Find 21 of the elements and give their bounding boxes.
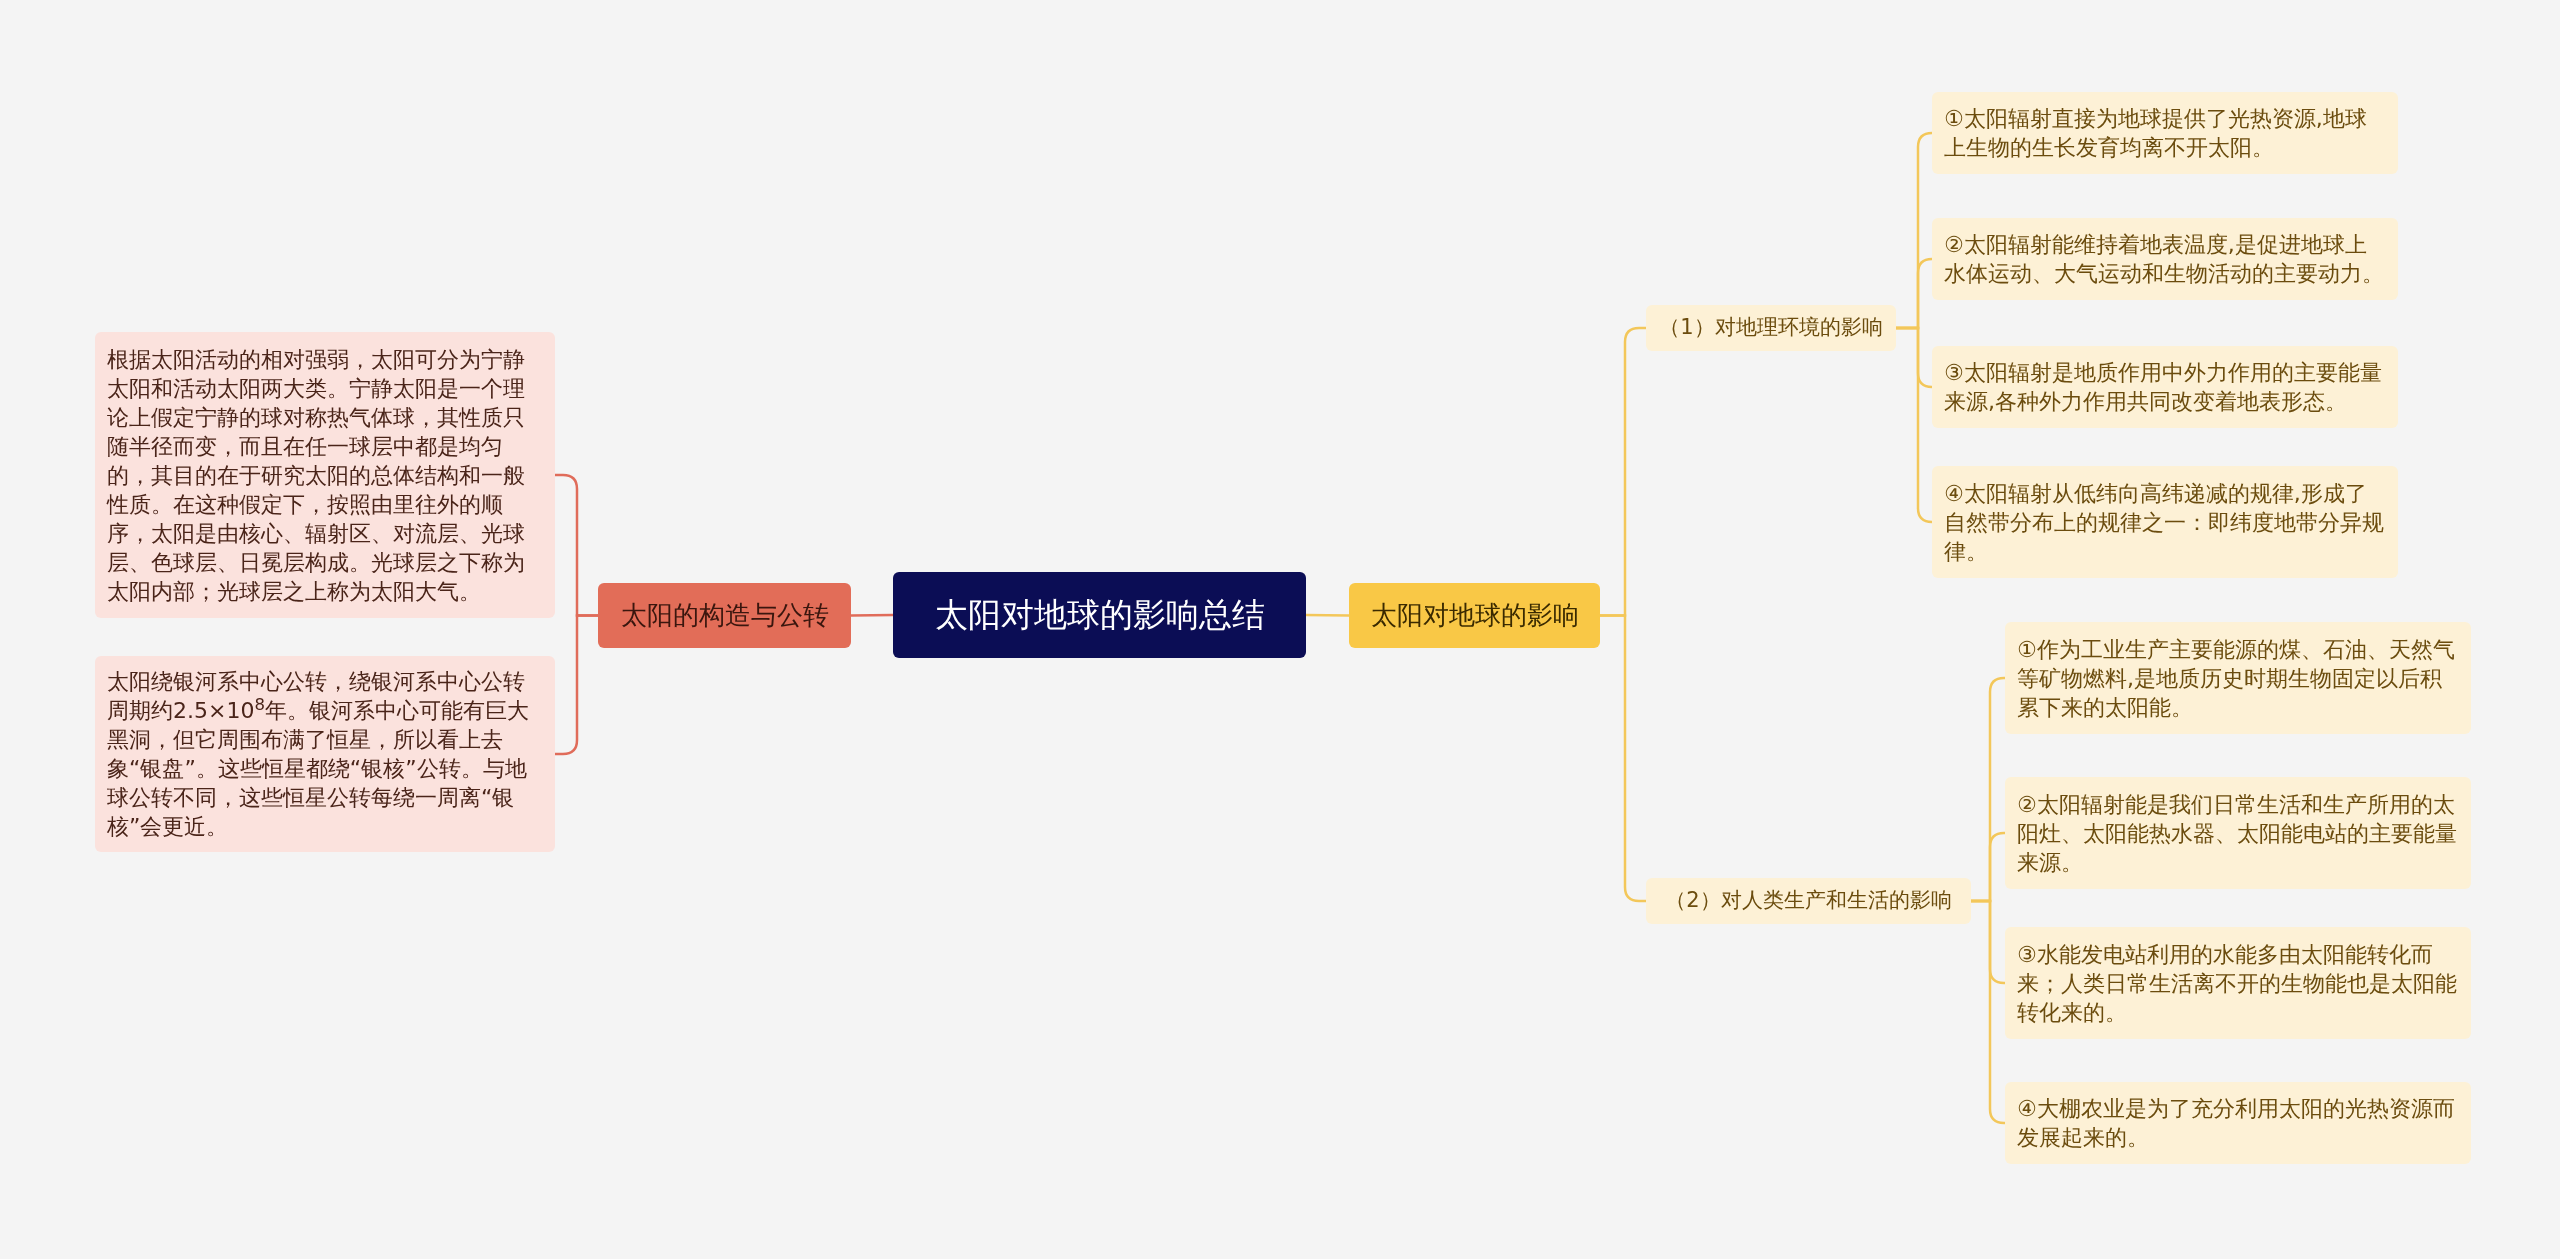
branch-topic: 太阳对地球的影响 — [1349, 583, 1600, 648]
detail-card: ④太阳辐射从低纬向高纬递减的规律,形成了自然带分布上的规律之一：即纬度地带分异规律。 — [1932, 466, 2398, 578]
note-card: 太阳绕银河系中心公转，绕银河系中心公转周期约2.5×10$^{8}$年。银河系中心可能有巨大黑洞，但它周围布满了恒星，所以看上去象“银盘”。这些恒星都绕“银核”公转。与地球公转不同，这些恒星公转每绕一周离“银核”会更近。 — [95, 656, 555, 852]
connector-line — [851, 613, 893, 617]
connector-line — [1971, 899, 2006, 1125]
subtopic: （1）对地理环境的影响 — [1646, 305, 1896, 351]
connector-line — [1896, 326, 1934, 524]
detail-card: ②太阳辐射能是我们日常生活和生产所用的太阳灶、太阳能热水器、太阳能电站的主要能量来源。 — [2005, 777, 2471, 889]
detail-card: ③水能发电站利用的水能多由太阳能转化而来；人类日常生活离不开的生物能也是太阳能转化来的。 — [2005, 927, 2471, 1039]
detail-card: ②太阳辐射能维持着地表温度,是促进地球上水体运动、大气运动和生物活动的主要动力。 — [1932, 218, 2398, 300]
connector-line — [1306, 613, 1349, 617]
connector-line — [1600, 614, 1646, 903]
detail-card: ④大棚农业是为了充分利用太阳的光热资源而发展起来的。 — [2005, 1082, 2471, 1164]
detail-card: ①太阳辐射直接为地球提供了光热资源,地球上生物的生长发育均离不开太阳。 — [1932, 92, 2398, 174]
central-topic: 太阳对地球的影响总结 — [893, 572, 1306, 658]
note-card: 根据太阳活动的相对强弱，太阳可分为宁静太阳和活动太阳两大类。宁静太阳是一个理论上假定宁静的球对称热气体球，其性质只随半径而变，而且在任一球层中都是均匀的，其目的在于研究太阳的总体结构和一般性质。在这种假定下，按照由里往外的顺序，太阳是由核心、辐射区、对流层、光球层、色球层、日冕层构成。光球层之下称为太阳内部；光球层之上称为太阳大气。 — [95, 332, 555, 618]
branch-topic: 太阳的构造与公转 — [598, 583, 851, 648]
subtopic: （2）对人类生产和生活的影响 — [1646, 878, 1971, 924]
detail-card: ①作为工业生产主要能源的煤、石油、天然气等矿物燃料,是地质历史时期生物固定以后积累下来的太阳能。 — [2005, 622, 2471, 734]
connector-line — [555, 614, 598, 756]
detail-card: ③太阳辐射是地质作用中外力作用的主要能量来源,各种外力作用共同改变着地表形态。 — [1932, 346, 2398, 428]
